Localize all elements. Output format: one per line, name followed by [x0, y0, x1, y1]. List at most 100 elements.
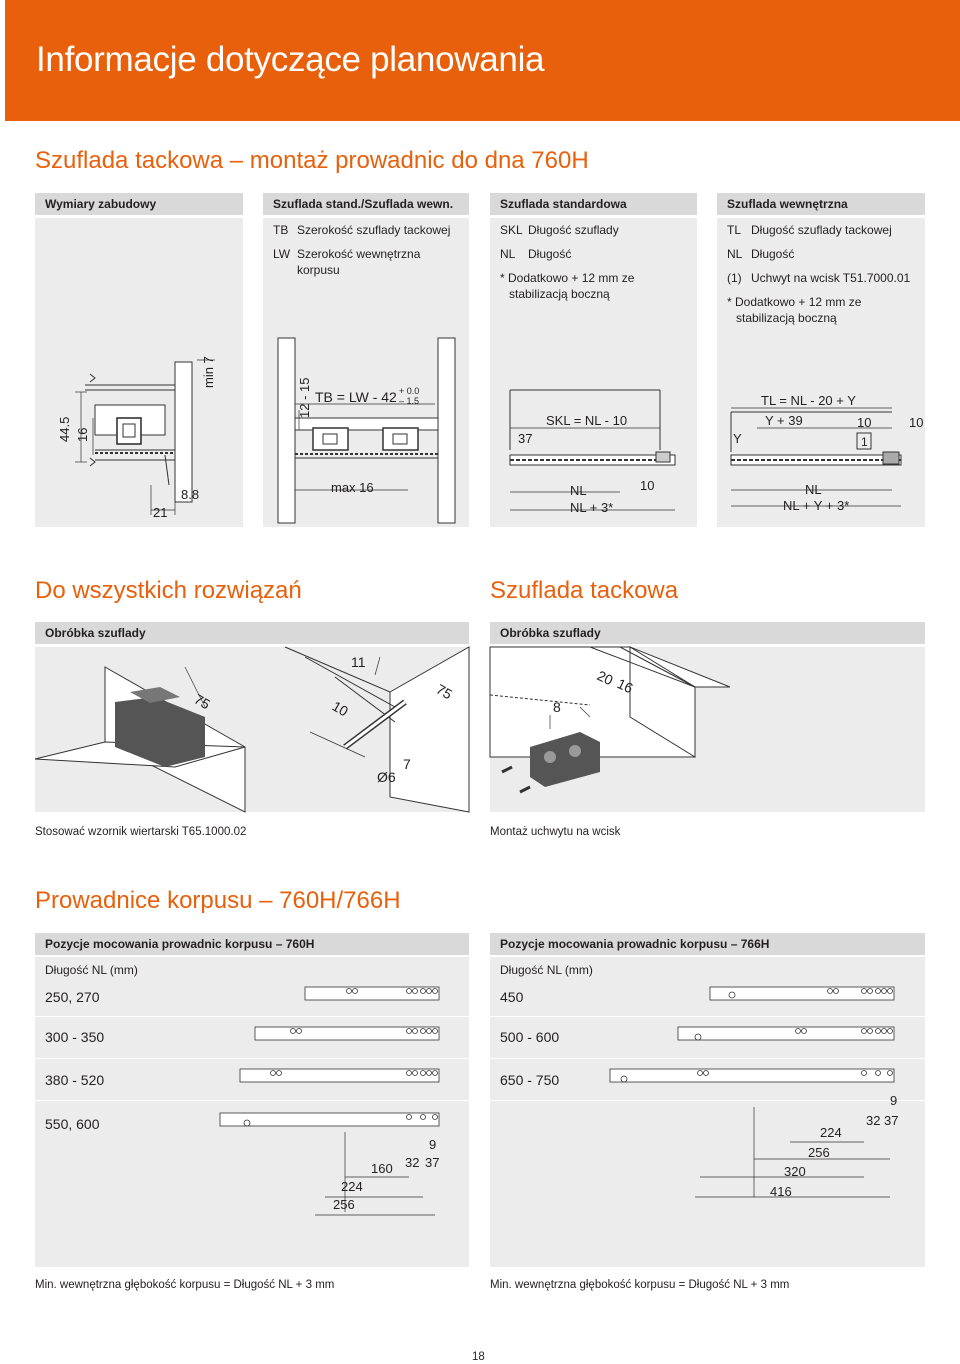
dim-44-5: 44.5: [57, 417, 72, 442]
row-766h-1: 450: [500, 989, 524, 1005]
dim-7: 7: [403, 756, 411, 772]
dim-nl-plus-3: NL + 3*: [570, 500, 613, 515]
dim-766h-416: 416: [770, 1184, 792, 1199]
bar-drawer-machining-left: Obróbka szuflady: [35, 622, 469, 644]
note-std-2: stabilizacją boczną: [509, 287, 610, 301]
diagram-standard-side: SKL = NL - 10 37 NL 10 NL + 3*: [509, 389, 676, 515]
footnote-766h: Min. wewnętrzna głębokość korpusu = Dług…: [490, 1279, 790, 1291]
dim-766h-256: 256: [808, 1145, 830, 1160]
page-title: Informacje dotyczące planowania: [36, 40, 545, 79]
dim-20: 20: [595, 667, 616, 688]
dim-10-std: 10: [640, 478, 654, 493]
dim-75-b: 75: [434, 681, 456, 703]
nl-abbr-inner: NL: [727, 247, 743, 261]
row-760h-4: 550, 600: [45, 1116, 100, 1132]
runner-rails-766h: 9 32 37 224 256 320 416: [609, 986, 898, 1199]
tb-text: Szerokość szuflady tackowej: [297, 223, 451, 237]
dim-diam-6: Ø6: [377, 769, 396, 785]
dim-16: 16: [75, 428, 90, 442]
header-banner: Informacje dotyczące planowania: [5, 0, 960, 121]
row-766h-2: 500 - 600: [500, 1029, 560, 1045]
panel-standard: [490, 218, 697, 527]
dim-75-a: 75: [192, 691, 214, 713]
caption-handle-mount: Montaż uchwytu na wcisk: [490, 826, 621, 838]
panel-inner: [717, 218, 925, 527]
dim-tol-down: – 1.5: [399, 396, 419, 406]
dim-760h-160: 160: [371, 1161, 393, 1176]
dim-1: 1: [861, 435, 868, 449]
nl-text-inner: Długość: [751, 247, 795, 261]
dim-min-7: min 7: [201, 356, 216, 388]
bar-drawer-machining-right: Obróbka szuflady: [490, 622, 925, 644]
bar-positions-760h: Pozycje mocowania prowadnic korpusu – 76…: [35, 933, 469, 955]
dim-10-drill: 10: [330, 698, 352, 720]
section-title-all-solutions: Do wszystkich rozwiązań: [35, 577, 302, 604]
dim-tol-up: + 0.0: [399, 386, 419, 396]
dim-nl-y-3: NL + Y + 3*: [783, 498, 849, 513]
dim-760h-37: 37: [425, 1155, 439, 1170]
dim-skl-formula: SKL = NL - 10: [546, 413, 627, 428]
dim-max-16: max 16: [331, 480, 374, 495]
dim-nl-inner: NL: [805, 482, 822, 497]
dim-tb-formula: TB = LW - 42: [315, 389, 397, 405]
dim-8: 8: [553, 699, 561, 715]
nl-text-std: Długość: [528, 247, 572, 261]
skl-abbr: SKL: [500, 223, 523, 237]
skl-text: Długość szuflady: [528, 223, 619, 237]
row-766h-3: 650 - 750: [500, 1072, 560, 1088]
bar-installation-dims: Wymiary zabudowy: [35, 193, 243, 215]
panel-positions-766h: [490, 957, 925, 1267]
tb-abbr: TB: [273, 223, 289, 237]
note-inner-1: * Dodatkowo + 12 mm ze: [727, 295, 862, 309]
lw-text-2: korpusu: [297, 263, 340, 277]
lw-abbr: LW: [273, 247, 291, 261]
footnote-760h: Min. wewnętrzna głębokość korpusu = Dług…: [35, 1279, 335, 1291]
diagram-handle-mount: 20 16 8: [489, 646, 731, 794]
bar-standard-drawer: Szuflada standardowa: [490, 193, 697, 215]
length-label-766h: Długość NL (mm): [500, 963, 593, 977]
caption-drilling-template: Stosować wzornik wiertarski T65.1000.02: [35, 826, 247, 838]
dim-766h-224: 224: [820, 1125, 842, 1140]
note-inner-2: stabilizacją boczną: [736, 311, 837, 325]
section-title-cabinet-runners: Prowadnice korpusu – 760H/766H: [35, 887, 401, 914]
dim-766h-37: 37: [884, 1113, 898, 1128]
dim-8-8: 8.8: [181, 487, 199, 502]
dim-766h-32: 32: [866, 1113, 880, 1128]
dim-10-a: 10: [857, 415, 871, 430]
row-760h-1: 250, 270: [45, 989, 100, 1005]
dim-nl-std: NL: [570, 483, 587, 498]
dim-760h-9: 9: [429, 1137, 436, 1152]
page-number: 18: [472, 1351, 485, 1363]
dim-11: 11: [351, 654, 366, 670]
diagram-installation: 44.5 16 min 7 21 8.8: [57, 356, 216, 520]
dim-12-15: 12 - 15: [297, 378, 312, 418]
nl-abbr-std: NL: [500, 247, 516, 261]
dim-766h-9: 9: [890, 1093, 897, 1108]
tl-abbr: TL: [727, 223, 742, 237]
diagram-inner-side: TL = NL - 20 + Y Y + 39 Y 10 10 1 NL NL …: [730, 393, 923, 513]
dim-y: Y: [733, 431, 742, 446]
runner-rails-760h: 9 32 37 160 224 256: [219, 986, 439, 1216]
length-label-760h: Długość NL (mm): [45, 963, 138, 977]
row-760h-2: 300 - 350: [45, 1029, 105, 1045]
dim-760h-32: 32: [405, 1155, 419, 1170]
diagram-standard-inner: 12 - 15 TB = LW - 42 + 0.0 – 1.5 max 16: [277, 337, 456, 524]
lw-text-1: Szerokość wewnętrzna: [297, 247, 421, 261]
dim-tl-formula: TL = NL - 20 + Y: [761, 393, 856, 408]
section-title-mounting: Szuflada tackowa – montaż prowadnic do d…: [35, 147, 589, 174]
dim-y-39: Y + 39: [765, 413, 803, 428]
section-title-tray-drawer: Szuflada tackowa: [490, 577, 679, 604]
handle-abbr: (1): [727, 271, 742, 285]
dim-760h-256: 256: [333, 1197, 355, 1212]
dim-16-handle: 16: [615, 675, 636, 696]
tl-text: Długość szuflady tackowej: [751, 223, 892, 237]
bar-inner-drawer: Szuflada wewnętrzna: [717, 193, 925, 215]
diagram-drilling-template: 11 75 10 75 7 Ø6: [34, 646, 470, 813]
panel-installation: [35, 218, 243, 527]
dim-766h-320: 320: [784, 1164, 806, 1179]
dim-21: 21: [153, 505, 167, 520]
note-std-1: * Dodatkowo + 12 mm ze: [500, 271, 635, 285]
row-760h-3: 380 - 520: [45, 1072, 105, 1088]
bar-positions-766h: Pozycje mocowania prowadnic korpusu – 76…: [490, 933, 925, 955]
dim-10-b: 10: [909, 415, 923, 430]
